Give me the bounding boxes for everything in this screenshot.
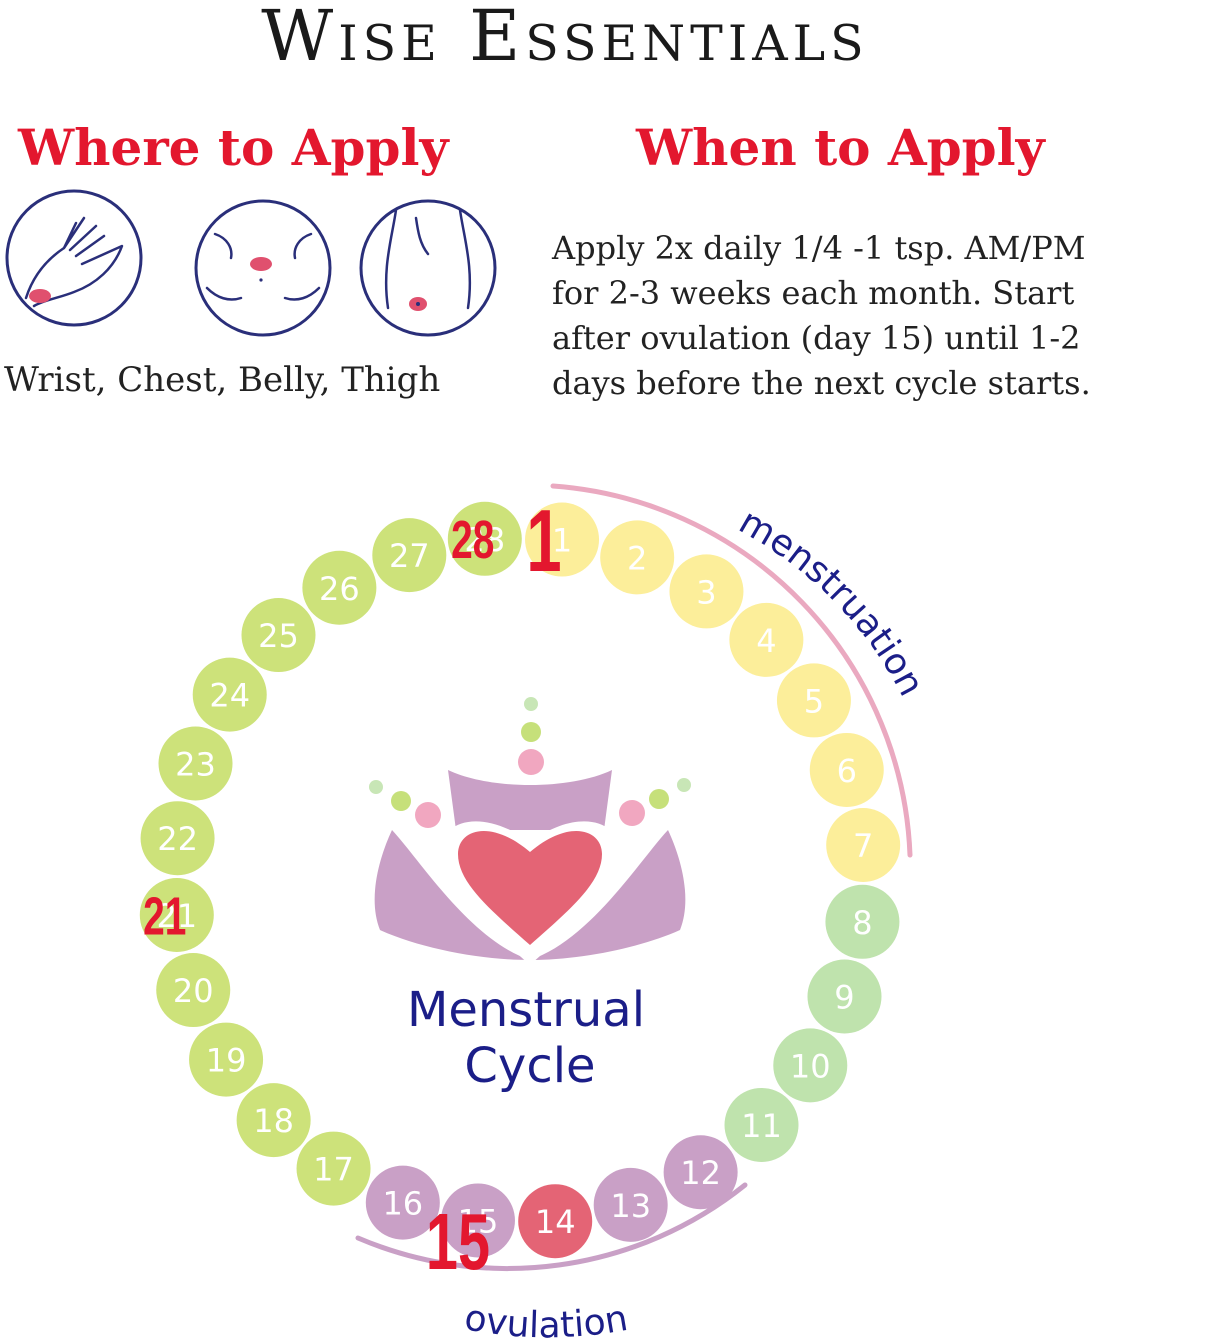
cycle-day-25 (241, 598, 316, 673)
cycle-title-line2: Cycle (464, 1038, 595, 1094)
cycle-day-16 (365, 1165, 440, 1240)
cycle-day-22 (140, 801, 215, 876)
cycle-day-15 (440, 1183, 515, 1258)
key-day-28: 28 (451, 509, 494, 570)
cycle-day-label: 4 (756, 622, 776, 660)
cycle-day-label: 21 (156, 897, 197, 935)
cycle-day-label: 11 (741, 1107, 782, 1145)
cycle-day-label: 14 (535, 1203, 576, 1241)
cycle-day-label: 6 (837, 752, 857, 790)
cycle-day-label: 22 (157, 820, 198, 858)
cycle-day-28 (447, 501, 522, 576)
belly-icon (359, 199, 497, 337)
cycle-day-18 (236, 1083, 311, 1158)
lotus-heart-icon (369, 697, 691, 965)
cycle-day-20 (156, 953, 231, 1028)
cycle-day-10 (773, 1028, 848, 1103)
application-instructions: Apply 2x daily 1/4 -1 tsp. AM/PM for 2-3… (552, 226, 1212, 406)
ovulation-label: ovulation (461, 1297, 630, 1343)
instruction-line: days before the next cycle starts. (552, 364, 1091, 402)
cycle-day-label: 5 (804, 682, 824, 720)
application-locations: Wrist, Chest, Belly, Thigh (4, 360, 441, 400)
key-day-markers: 1 15 21 28 (143, 493, 561, 1286)
cycle-day-label: 7 (853, 827, 873, 865)
cycle-day-label: 12 (680, 1154, 721, 1192)
cycle-day-label: 10 (790, 1047, 831, 1085)
chest-icon (194, 199, 332, 337)
cycle-day-label: 26 (319, 570, 360, 608)
cycle-day-label: 13 (610, 1187, 651, 1225)
cycle-day-24 (192, 657, 267, 732)
cycle-day-26 (302, 550, 377, 625)
cycle-day-label: 3 (696, 573, 716, 611)
cycle-day-label: 27 (389, 537, 430, 575)
ovulation-arc-label: ovulation (461, 1297, 630, 1343)
cycle-day-5 (776, 663, 851, 738)
cycle-day-8 (825, 884, 900, 959)
wrist-icon (5, 189, 143, 327)
cycle-day-label: 9 (834, 979, 854, 1017)
cycle-day-21 (139, 878, 214, 953)
cycle-day-19 (189, 1022, 264, 1097)
cycle-day-4 (729, 602, 804, 677)
instruction-line: after ovulation (day 15) until 1-2 (552, 319, 1081, 357)
cycle-day-2 (600, 520, 675, 595)
cycle-day-label: 16 (382, 1185, 423, 1223)
cycle-day-label: 17 (313, 1151, 354, 1189)
when-to-apply-heading: When to Apply (636, 118, 1045, 177)
cycle-day-23 (158, 726, 233, 801)
cycle-day-label: 24 (209, 677, 250, 715)
cycle-day-1 (525, 502, 600, 577)
menstruation-arc (550, 483, 913, 858)
cycle-day-label: 20 (173, 972, 214, 1010)
ovulation-arc (355, 1182, 748, 1272)
key-day-21: 21 (143, 885, 186, 946)
instruction-line: for 2-3 weeks each month. Start (552, 274, 1075, 312)
cycle-day-label: 15 (458, 1202, 499, 1240)
brand-title: Wise Essentials (261, 0, 869, 77)
cycle-day-3 (669, 554, 744, 629)
cycle-day-17 (296, 1131, 371, 1206)
cycle-day-label: 28 (464, 521, 505, 559)
cycle-title-line1: Menstrual (407, 982, 645, 1038)
cycle-day-6 (809, 732, 884, 807)
cycle-day-7 (826, 807, 901, 882)
where-to-apply-heading: Where to Apply (18, 118, 449, 177)
cycle-day-13 (593, 1167, 668, 1242)
key-day-15: 15 (426, 1197, 490, 1287)
cycle-day-label: 25 (258, 617, 299, 655)
cycle-day-11 (724, 1087, 799, 1162)
cycle-day-label: 1 (552, 522, 572, 560)
cycle-day-label: 19 (206, 1042, 247, 1080)
key-day-1: 1 (526, 493, 561, 591)
cycle-day-label: 2 (627, 539, 647, 577)
cycle-day-label: 18 (253, 1102, 294, 1140)
cycle-day-label: 23 (175, 745, 216, 783)
cycle-day-label: 8 (852, 904, 872, 942)
instruction-line: Apply 2x daily 1/4 -1 tsp. AM/PM (552, 229, 1086, 267)
cycle-day-9 (807, 959, 882, 1034)
cycle-day-27 (372, 518, 447, 593)
cycle-day-12 (663, 1135, 738, 1210)
cycle-day-14 (518, 1184, 593, 1259)
